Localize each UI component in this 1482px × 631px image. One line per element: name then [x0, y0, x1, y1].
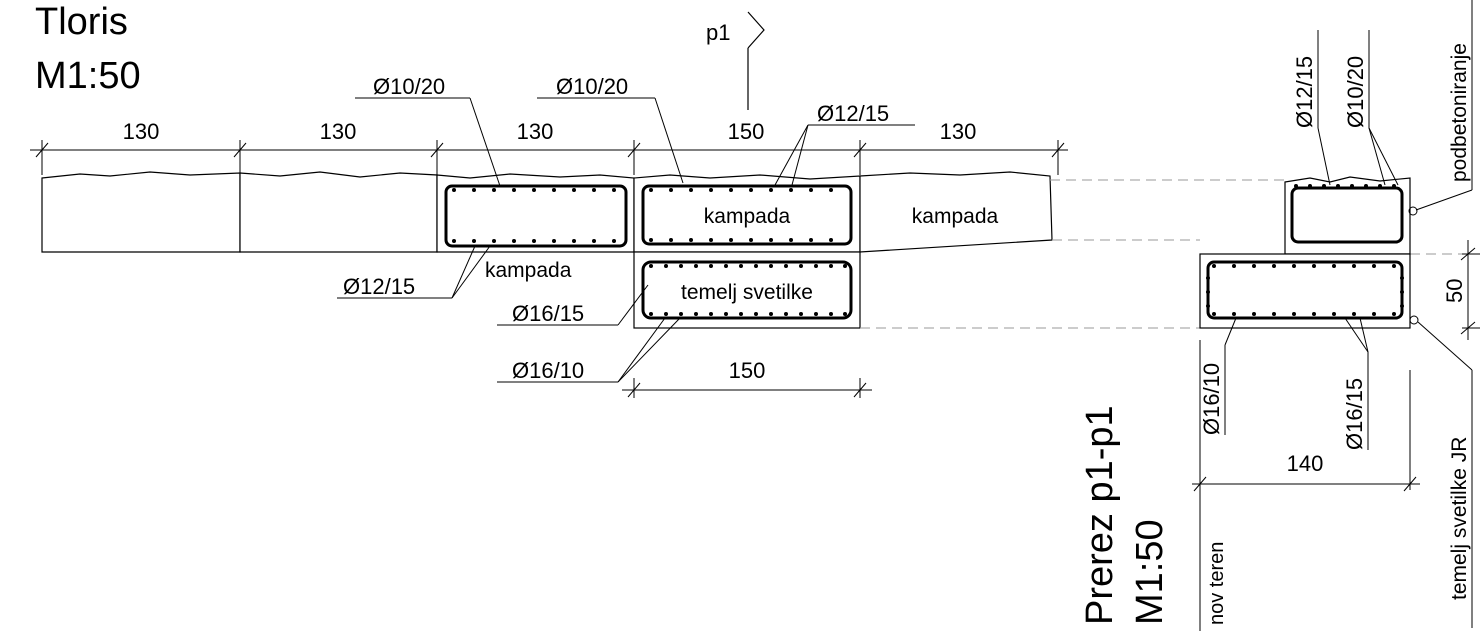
- section-rebar-bot-b: Ø16/15: [1342, 378, 1367, 450]
- section-marker-label: p1: [706, 20, 730, 45]
- dim-2: 130: [320, 119, 357, 144]
- label-temelj-svetilke-jr: temelj svetilke JR: [1448, 437, 1471, 600]
- section-rebar-top-a: Ø12/15: [1292, 56, 1317, 128]
- label-kampada-right: kampada: [912, 205, 999, 228]
- label-kampada-below: kampada: [485, 259, 572, 282]
- rebar-label-left-a: Ø16/15: [512, 301, 584, 326]
- rebar-cages: [444, 184, 853, 320]
- plan-view: Tloris M1:50 p1: [30, 1, 1068, 398]
- top-dimension-line: 130 130 130 150 130: [30, 119, 1068, 175]
- label-temelj-svetilke: temelj svetilke: [681, 281, 813, 304]
- dim-1: 130: [123, 119, 160, 144]
- plan-title: Tloris: [35, 1, 128, 43]
- rebar-label-top-right: Ø12/15: [817, 101, 889, 126]
- label-podbetoniranje: podbetoniranje: [1448, 43, 1471, 182]
- dim-5: 130: [940, 119, 977, 144]
- section-dim-height: 50: [1442, 279, 1467, 303]
- dim-4: 150: [728, 119, 765, 144]
- rebar-label-top-left: Ø10/20: [373, 74, 445, 99]
- rebar-label-left-mid: Ø12/15: [343, 274, 415, 299]
- section-scale: M1:50: [1129, 519, 1171, 625]
- section-dim-width: 140: [1287, 451, 1324, 476]
- label-kampada-mid: kampada: [704, 205, 791, 228]
- section-marker: p1: [706, 11, 765, 110]
- section-view: Ø12/15 Ø10/20 podbetoniranje 50 Ø16/10 Ø…: [1079, 0, 1480, 631]
- dim-3: 130: [517, 119, 554, 144]
- rebar-label-top-mid: Ø10/20: [556, 74, 628, 99]
- bottom-dimension: 150: [622, 358, 872, 398]
- plan-scale: M1:50: [35, 55, 141, 97]
- section-rebar-top-b: Ø10/20: [1343, 56, 1368, 128]
- rebar-label-left-b: Ø16/10: [512, 358, 584, 383]
- slabs: [41, 171, 1053, 329]
- label-nov-teren: nov teren: [1206, 542, 1228, 625]
- section-title: Prerez p1-p1: [1079, 405, 1121, 625]
- dim-bottom: 150: [729, 358, 766, 383]
- rebar-leaders-plan: Ø10/20 Ø10/20 Ø12/15 Ø12/15 Ø16/15 Ø16/1…: [337, 74, 915, 383]
- section-rebar-bot-a: Ø16/10: [1199, 363, 1224, 435]
